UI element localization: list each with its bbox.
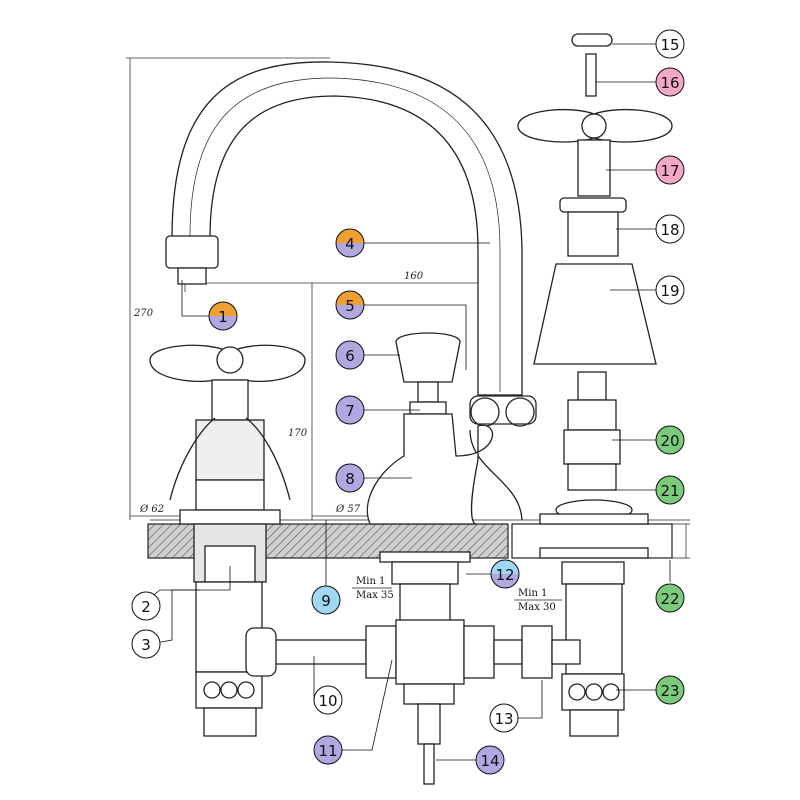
callout-label: 5: [345, 297, 355, 315]
callout-1: 1: [208, 301, 238, 331]
callout-13: 13: [489, 703, 519, 733]
callout-circle: [475, 745, 505, 775]
callout-circle: [131, 629, 161, 659]
dimension-labels: 270 170 160 Ø 62 Ø 57: [133, 271, 424, 515]
callout-circle: [655, 29, 685, 59]
callout-12: 12: [490, 559, 520, 589]
right-valve: [517, 33, 673, 737]
callout-label: 22: [660, 590, 679, 608]
callout-label: 1: [218, 308, 228, 326]
center-body: [366, 332, 493, 629]
callout-label: 10: [318, 692, 337, 710]
callout-circle: [655, 583, 685, 613]
callout-label: 12: [495, 566, 514, 584]
callout-label: 13: [494, 710, 513, 728]
callout-8: 8: [335, 463, 365, 493]
connecting-pipes: [245, 619, 581, 785]
callout-label: 4: [345, 235, 355, 253]
callout-label: 14: [480, 752, 499, 770]
callout-circle: [335, 395, 365, 425]
callout-label: 23: [660, 682, 679, 700]
callout-circle: [208, 301, 238, 331]
callout-circle: [655, 475, 685, 505]
callout-14: 14: [475, 745, 505, 775]
dim-spout-reach: 160: [404, 271, 424, 282]
callout-19: 19: [655, 275, 685, 305]
right-max-label: Max 30: [518, 602, 556, 613]
center-min-label: Min 1: [356, 576, 385, 587]
callout-18: 18: [655, 214, 685, 244]
callout-circle: [655, 425, 685, 455]
callout-label: 7: [345, 402, 355, 420]
callout-label: 15: [660, 36, 679, 54]
callout-circle: [655, 155, 685, 185]
callout-circle: [131, 591, 161, 621]
callout-15: 15: [655, 29, 685, 59]
callout-circle: [313, 685, 343, 715]
dim-diameter-left: Ø 62: [139, 504, 164, 515]
callout-21: 21: [655, 475, 685, 505]
callout-circle: [655, 275, 685, 305]
callout-circle: [490, 559, 520, 589]
callout-circle: [655, 67, 685, 97]
callout-6: 6: [335, 340, 365, 370]
callout-23: 23: [655, 675, 685, 705]
callout-circle: [335, 340, 365, 370]
spout: [165, 61, 537, 521]
callout-7: 7: [335, 395, 365, 425]
callout-label: 19: [660, 282, 679, 300]
callout-label: 6: [345, 347, 355, 365]
callout-5: 5: [335, 290, 365, 320]
callout-label: 17: [660, 162, 679, 180]
callout-17: 17: [655, 155, 685, 185]
callout-circle: [335, 463, 365, 493]
callout-11: 11: [313, 735, 343, 765]
callout-circle: [313, 735, 343, 765]
callout-label: 20: [660, 432, 679, 450]
dim-height-spout: 170: [288, 428, 308, 439]
callout-circle: [335, 228, 365, 258]
callout-3: 3: [131, 629, 161, 659]
callout-circle: [655, 675, 685, 705]
callout-22: 22: [655, 583, 685, 613]
callout-10: 10: [313, 685, 343, 715]
dim-height-total: 270: [133, 308, 154, 319]
callout-9: 9: [311, 585, 341, 615]
callout-4: 4: [335, 228, 365, 258]
callout-label: 21: [660, 482, 679, 500]
right-min-label: Min 1: [518, 588, 547, 599]
callout-2: 2: [131, 591, 161, 621]
callout-label: 18: [660, 221, 679, 239]
thickness-labels: Min 1 Max 35 Min 1 Max 30: [352, 523, 690, 613]
callout-circle: [335, 290, 365, 320]
callout-label: 11: [318, 742, 337, 760]
callout-label: 9: [321, 592, 331, 610]
callout-label: 8: [345, 470, 355, 488]
callout-label: 2: [141, 598, 151, 616]
callout-label: 3: [141, 636, 151, 654]
callout-circle: [655, 214, 685, 244]
callout-circle: [489, 703, 519, 733]
center-max-label: Max 35: [356, 590, 394, 601]
dim-diameter-center: Ø 57: [335, 504, 361, 515]
callout-circle: [311, 585, 341, 615]
callout-16: 16: [655, 67, 685, 97]
callout-label: 16: [660, 74, 679, 92]
callout-20: 20: [655, 425, 685, 455]
